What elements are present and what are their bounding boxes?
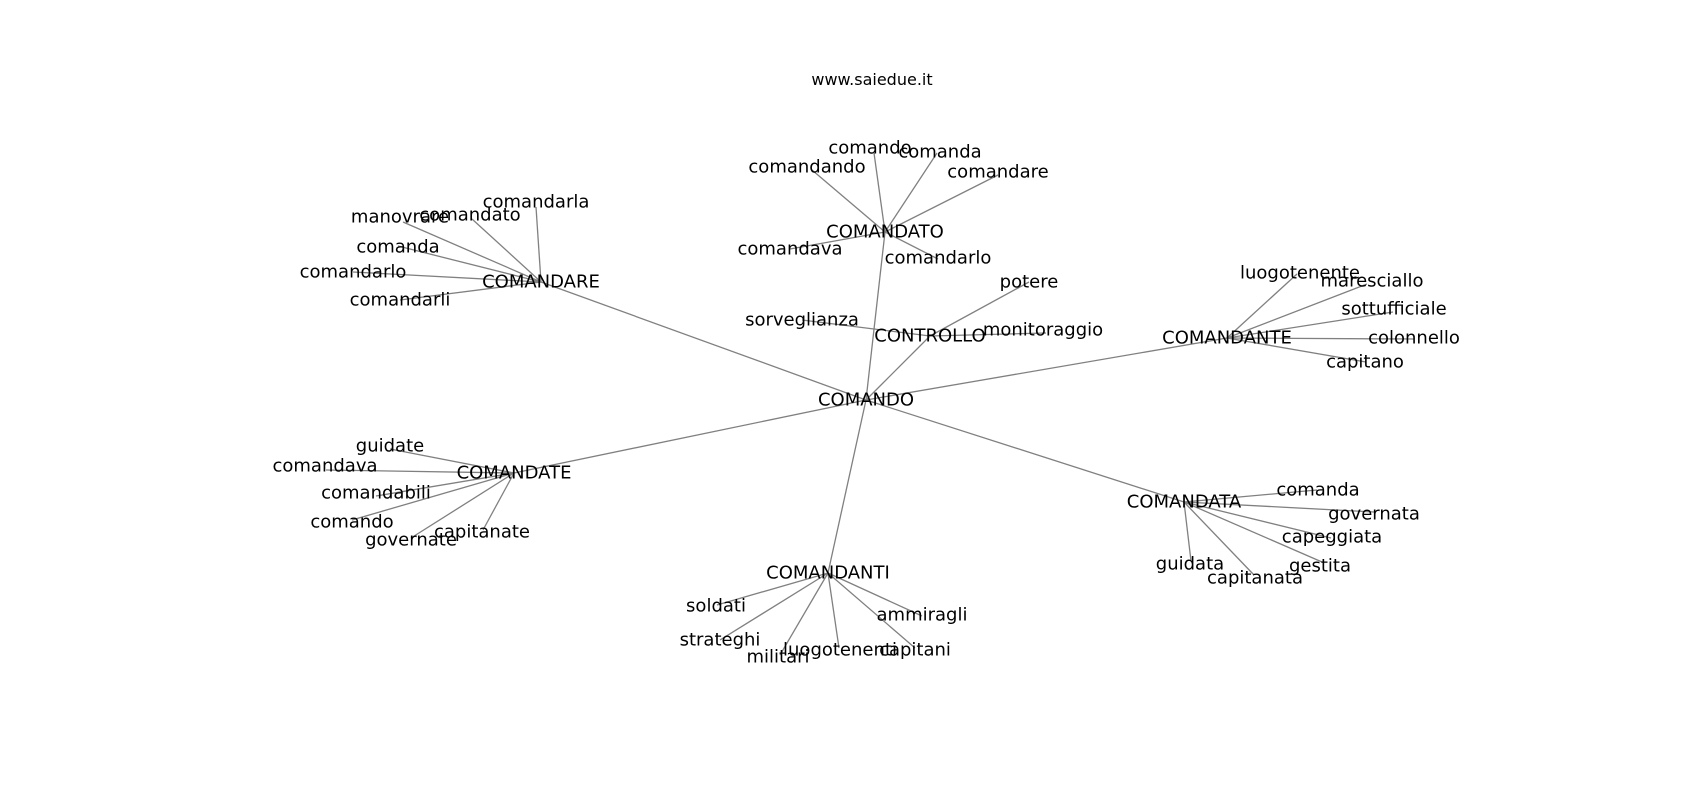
node-comandato-comandare: comandare — [947, 162, 1048, 183]
node-comandata-governata: governata — [1328, 504, 1420, 525]
edge-comandanti-strateghi — [719, 572, 829, 641]
node-comandante-sottufficiale: sottufficiale — [1341, 299, 1446, 320]
edge-comandante-sottufficiale — [1226, 311, 1394, 339]
node-comandata-capitanata: capitanata — [1207, 568, 1303, 589]
node-comandato-comandando: comandando — [748, 157, 865, 178]
edge-comando-comandato — [865, 231, 886, 401]
edge-controllo-potere — [929, 281, 1030, 337]
site-watermark: www.saiedue.it — [811, 70, 933, 89]
node-comandato-comando: comando — [828, 138, 911, 159]
edge-comandata-comanda — [1183, 489, 1318, 503]
node-comandante: COMANDANTE — [1162, 328, 1292, 349]
edge-comandata-capeggiata — [1183, 501, 1332, 539]
edge-comandato-comandarlo — [884, 231, 939, 260]
node-comandante-colonnello: colonnello — [1368, 328, 1460, 349]
node-controllo: CONTROLLO — [874, 326, 985, 347]
node-comandate-comando: comando — [310, 512, 393, 533]
edge-comandate-comandava — [325, 469, 515, 474]
node-comandate-governate: governate — [365, 530, 457, 551]
edge-comandare-comandarla — [535, 206, 542, 283]
edge-comandate-capitanate — [482, 472, 515, 531]
node-comandanti-luogotenenti: luogotenenti — [783, 640, 897, 661]
node-comandato-comanda: comanda — [898, 142, 981, 163]
node-comandanti-capitani: capitani — [879, 640, 951, 661]
node-controllo-potere: potere — [1000, 272, 1059, 293]
node-comandante-capitano: capitano — [1326, 352, 1404, 373]
node-comandate-guidate: guidate — [356, 436, 424, 457]
edge-comando-comandata — [865, 399, 1185, 503]
edge-comandante-luogotenente — [1226, 273, 1298, 339]
edge-comandare-comandarlo — [352, 271, 542, 283]
node-comandate: COMANDATE — [457, 463, 572, 484]
edge-comandanti-ammiragli — [827, 572, 923, 617]
edge-comandanti-militari — [779, 572, 829, 656]
node-comandato-comandarlo: comandarlo — [885, 248, 992, 269]
edge-comandato-comandando — [811, 169, 886, 233]
edge-comandanti-soldati — [716, 572, 829, 606]
edge-comando-comandanti — [827, 399, 867, 574]
edge-comandata-gestita — [1183, 501, 1323, 563]
edge-comandanti-luogotenenti — [827, 572, 840, 649]
node-comando: COMANDO — [818, 390, 914, 411]
edge-comandate-comandabili — [375, 472, 515, 497]
node-comandata-gestita: gestita — [1289, 556, 1351, 577]
node-comandare-comanda: comanda — [356, 237, 439, 258]
edge-comando-comandare — [540, 281, 867, 401]
node-comandanti-strateghi: strateghi — [680, 630, 761, 651]
node-comandare-comandarli: comandarli — [350, 290, 451, 311]
edge-comandato-comando — [873, 152, 886, 233]
edge-comandante-colonnello — [1226, 337, 1415, 340]
edge-comandata-governata — [1183, 501, 1375, 513]
edge-comando-comandante — [865, 337, 1228, 401]
edge-comandare-manovrare — [402, 221, 542, 283]
node-comandare-comandarlo: comandarlo — [300, 262, 407, 283]
edge-comandato-comandare — [884, 174, 999, 233]
edge-comando-comandate — [513, 399, 867, 474]
edge-comandare-comanda — [397, 245, 542, 283]
edge-comando-controllo — [865, 335, 931, 401]
edge-controllo-monitoraggio — [929, 332, 1047, 337]
edge-comandate-governate — [410, 472, 515, 539]
node-comandante-luogotenente: luogotenente — [1240, 263, 1360, 284]
node-comandanti-ammiragli: ammiragli — [877, 605, 968, 626]
node-comandanti-soldati: soldati — [686, 596, 746, 617]
edge-comandare-comandato — [471, 218, 542, 283]
edge-comandante-capitano — [1226, 337, 1367, 363]
node-comandata-guidata: guidata — [1156, 554, 1224, 575]
edge-comandato-comandava — [789, 231, 886, 250]
node-comandata-capeggiata: capeggiata — [1282, 527, 1382, 548]
node-comandare-comandato: comandato — [419, 205, 520, 226]
node-comandata-comanda: comanda — [1276, 480, 1359, 501]
node-comandate-capitanate: capitanate — [434, 522, 530, 543]
edge-comandata-capitanata — [1183, 501, 1255, 576]
node-comandato-comandava: comandava — [737, 239, 842, 260]
node-comandata: COMANDATA — [1127, 492, 1242, 513]
edge-controllo-sorveglianza — [801, 319, 931, 337]
edge-comandato-comanda — [884, 152, 938, 233]
graph-edges — [325, 152, 1415, 656]
node-controllo-sorveglianza: sorveglianza — [745, 310, 859, 331]
node-comandare-manovrare: manovrare — [351, 207, 449, 228]
edge-comandare-comandarli — [399, 281, 542, 301]
edge-comandate-guidate — [389, 448, 515, 474]
node-controllo-monitoraggio: monitoraggio — [983, 320, 1103, 341]
node-comandante-maresciallo: maresciallo — [1321, 271, 1424, 292]
node-comandanti: COMANDANTI — [766, 563, 890, 584]
node-comandare-comandarla: comandarla — [483, 192, 590, 213]
node-comandate-comandabili: comandabili — [321, 483, 431, 504]
edge-comandate-comando — [351, 472, 515, 521]
edge-comandante-maresciallo — [1226, 283, 1368, 339]
node-comandanti-militari: militari — [746, 647, 809, 668]
node-comandate-comandava: comandava — [272, 456, 377, 477]
node-comandare: COMANDARE — [482, 272, 600, 293]
edge-comandanti-capitani — [827, 572, 916, 649]
node-comandato: COMANDATO — [826, 222, 944, 243]
graph-labels: COMANDO CONTROLLO potere sorveglianza monito… — [272, 138, 1459, 668]
edge-comandata-guidata — [1183, 501, 1192, 562]
